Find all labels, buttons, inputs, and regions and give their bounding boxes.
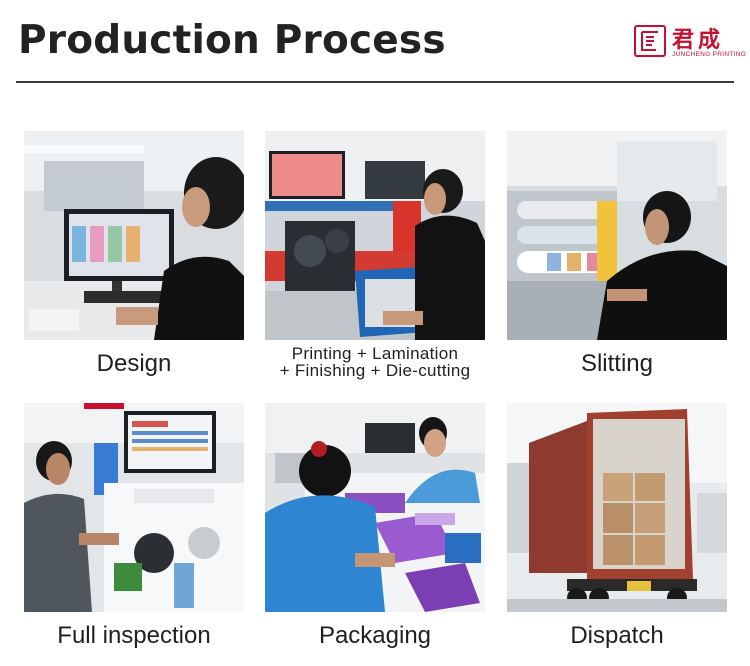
step-label: Design — [96, 350, 172, 377]
printing-press-photo — [265, 131, 485, 340]
step-label: Packaging — [318, 622, 432, 649]
slitting-machine-photo — [507, 131, 727, 340]
step-label: Dispatch — [570, 622, 664, 649]
step-label: Printing + Lamination + Finishing + Die-… — [245, 345, 505, 379]
step-printing: Printing + Lamination + Finishing + Die-… — [265, 131, 485, 379]
designer-at-computer-photo — [24, 131, 244, 340]
logo-english-text: JUNCHENG PRINTING — [672, 51, 747, 58]
step-slitting: Slitting — [507, 131, 727, 377]
logo-mark-icon — [634, 25, 666, 57]
logo-chinese-text: 君成 — [672, 28, 725, 53]
company-logo: 君成 JUNCHENG PRINTING — [634, 22, 746, 62]
step-label: Full inspection — [57, 622, 211, 649]
shipping-container-photo — [507, 403, 727, 612]
inspection-machine-photo — [24, 403, 244, 612]
step-design: Design — [24, 131, 244, 377]
step-full-inspection: Full inspection — [24, 403, 244, 649]
page-title: Production Process — [18, 18, 446, 63]
step-label: Slitting — [580, 350, 654, 377]
step-label-line-1: Printing + Lamination — [291, 344, 459, 363]
packaging-workers-photo — [265, 403, 485, 612]
step-packaging: Packaging — [265, 403, 485, 649]
step-dispatch: Dispatch — [507, 403, 727, 649]
step-label-line-2: + Finishing + Die-cutting — [279, 361, 471, 380]
title-divider — [16, 81, 734, 83]
